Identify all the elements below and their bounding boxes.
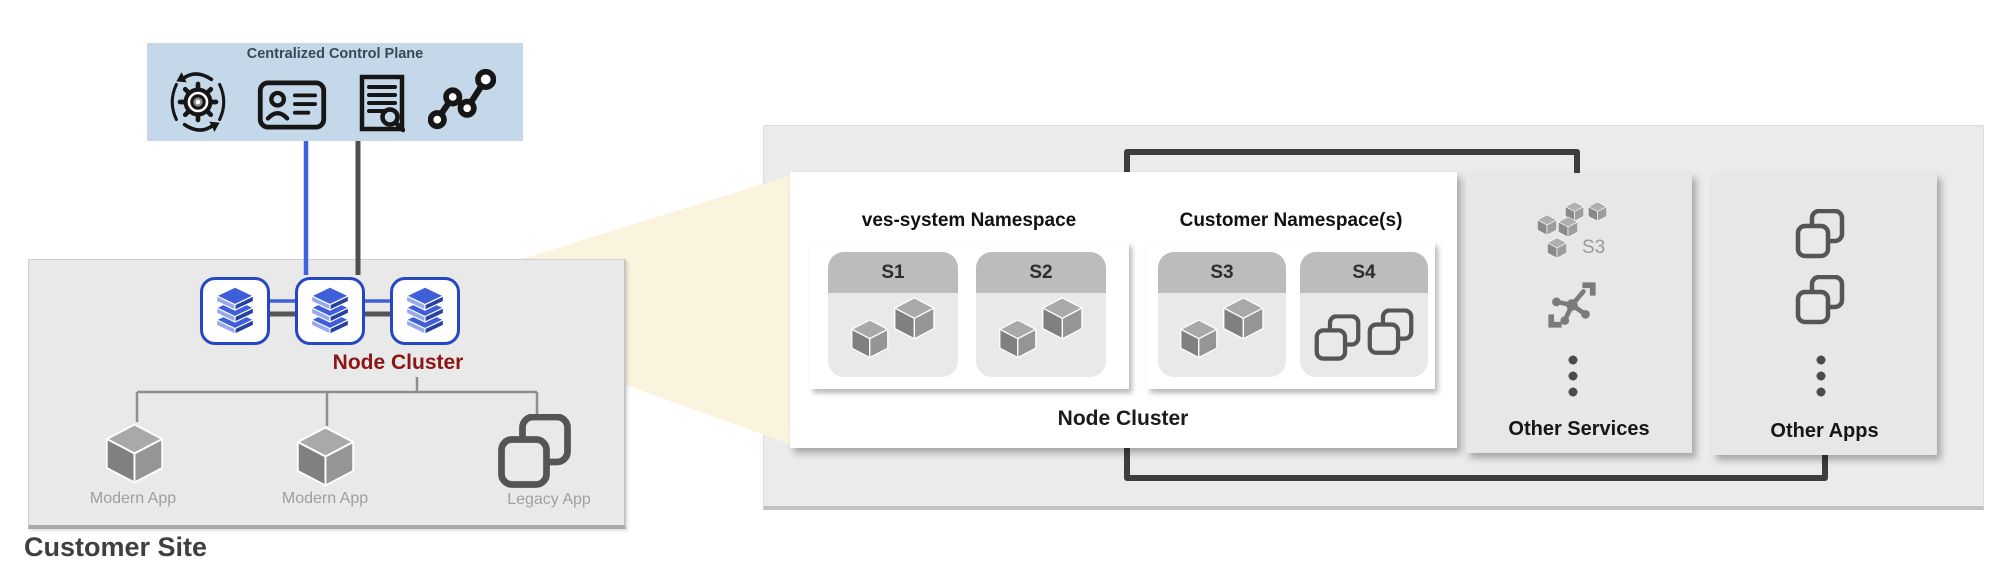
node-icon <box>295 277 365 345</box>
service-card-header: S2 <box>976 252 1106 293</box>
service-card-body <box>976 293 1106 377</box>
id-card-icon <box>257 80 327 130</box>
cube-icon <box>105 423 164 484</box>
service-card-header: S4 <box>1300 252 1428 293</box>
app-label: Modern App <box>281 490 369 507</box>
service-card-body <box>1158 293 1286 377</box>
service-label: S1 <box>881 261 905 283</box>
document-audit-icon <box>359 74 405 133</box>
service-card-s1: S1 <box>828 252 958 377</box>
s3-caption: S3 <box>1582 237 1605 258</box>
customer-namespace-panel: S3 S4 <box>1147 242 1435 389</box>
ves-system-namespace-title: ves-system Namespace <box>861 210 1077 231</box>
other-apps-box: Other Apps <box>1712 173 1937 455</box>
customer-site-title: Customer Site <box>24 532 208 562</box>
service-card-s4: S4 <box>1300 252 1428 377</box>
service-label: S4 <box>1352 261 1376 283</box>
service-card-s3: S3 <box>1158 252 1286 377</box>
app-label: Legacy App <box>507 491 591 508</box>
service-card-s2: S2 <box>976 252 1106 377</box>
service-card-body <box>828 293 958 377</box>
customer-namespace-title: Customer Namespace(s) <box>1179 210 1403 231</box>
service-card-body <box>1300 293 1428 377</box>
copy-squares-icon <box>497 414 572 489</box>
service-mesh-icon <box>1548 282 1596 328</box>
service-label: S3 <box>1210 261 1234 283</box>
other-services-label: Other Services <box>1508 418 1650 440</box>
service-card-header: S1 <box>828 252 958 293</box>
detail-node-cluster-label: Node Cluster <box>1057 407 1189 430</box>
other-apps-label: Other Apps <box>1770 420 1879 442</box>
service-label: S2 <box>1029 261 1053 283</box>
stacked-layers-icon <box>216 287 254 335</box>
stacked-layers-icon <box>311 287 349 335</box>
control-plane-title: Centralized Control Plane <box>246 46 424 62</box>
app-label: Modern App <box>89 490 177 507</box>
service-card-header: S3 <box>1158 252 1286 293</box>
ellipsis-icon <box>1816 355 1826 397</box>
node-link-lines <box>269 299 391 317</box>
aws-s3-icon: S3 <box>1536 201 1608 259</box>
sync-gear-icon <box>170 72 226 132</box>
site-node-cluster-label: Node Cluster <box>332 351 464 374</box>
stacked-layers-icon <box>406 287 444 335</box>
cube-icon <box>296 426 355 487</box>
app-tree-connector <box>135 377 539 426</box>
ves-system-panel: S1 S2 <box>810 242 1129 389</box>
node-icon <box>200 277 270 345</box>
other-services-box: S3 Other Services <box>1466 173 1692 453</box>
ellipsis-icon <box>1568 355 1578 397</box>
metrics-graph-icon <box>428 68 496 130</box>
node-icon <box>390 277 460 345</box>
